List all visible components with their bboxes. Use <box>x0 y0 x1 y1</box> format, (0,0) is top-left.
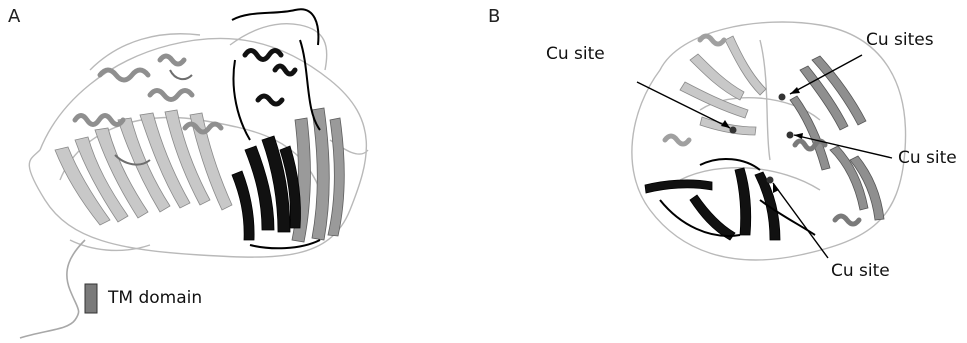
cu-atom-left <box>730 127 737 134</box>
cu-atom-top <box>779 94 786 101</box>
leader-line-cu-site-bottom <box>773 183 828 258</box>
tm-domain-box <box>85 284 97 313</box>
leader-line-cu-sites-top <box>790 55 862 94</box>
cu-site-left-label: Cu site <box>546 44 605 64</box>
cu-atom-right <box>787 132 794 139</box>
tm-domain-label: TM domain <box>108 288 202 308</box>
protein-structure-b <box>632 22 906 260</box>
cu-atom-bottom <box>767 177 774 184</box>
cu-site-right-label: Cu site <box>898 148 957 168</box>
cu-site-bottom-label: Cu site <box>831 261 890 281</box>
cu-sites-top-label: Cu sites <box>866 30 934 50</box>
